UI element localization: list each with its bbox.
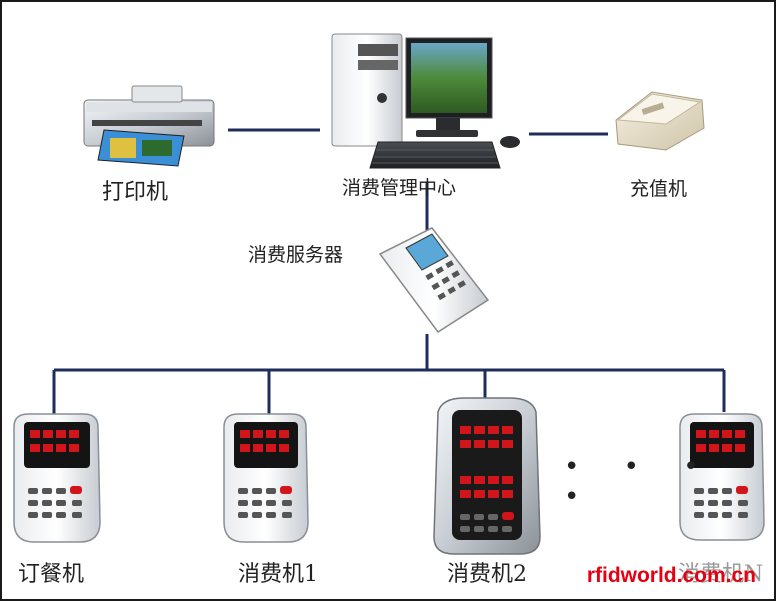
recharger-label: 充值机 bbox=[630, 178, 688, 200]
terminal-label-1: 订餐机 bbox=[18, 562, 85, 587]
printer-label: 打印机 bbox=[102, 180, 169, 205]
terminal-label-2: 消费机1 bbox=[238, 562, 318, 587]
printer-icon bbox=[83, 85, 215, 167]
server-label: 消费服务器 bbox=[248, 244, 344, 266]
connection-lines bbox=[52, 128, 726, 414]
terminal-icon-1 bbox=[13, 413, 101, 543]
terminal-label-4: 消费机N bbox=[678, 562, 764, 587]
more-terminals-ellipsis: • • • • bbox=[564, 452, 717, 512]
server-icon bbox=[378, 227, 490, 334]
recharger-icon bbox=[615, 91, 705, 151]
center-label: 消费管理中心 bbox=[342, 177, 457, 199]
terminal-label-3: 消费机2 bbox=[447, 562, 527, 587]
watermark-text: rfidworld.com.cn bbox=[586, 564, 756, 587]
computer-icon bbox=[331, 33, 520, 169]
terminal-icon-3 bbox=[433, 397, 541, 555]
terminal-icon-2 bbox=[223, 413, 309, 543]
terminal-icon-4 bbox=[679, 413, 765, 541]
